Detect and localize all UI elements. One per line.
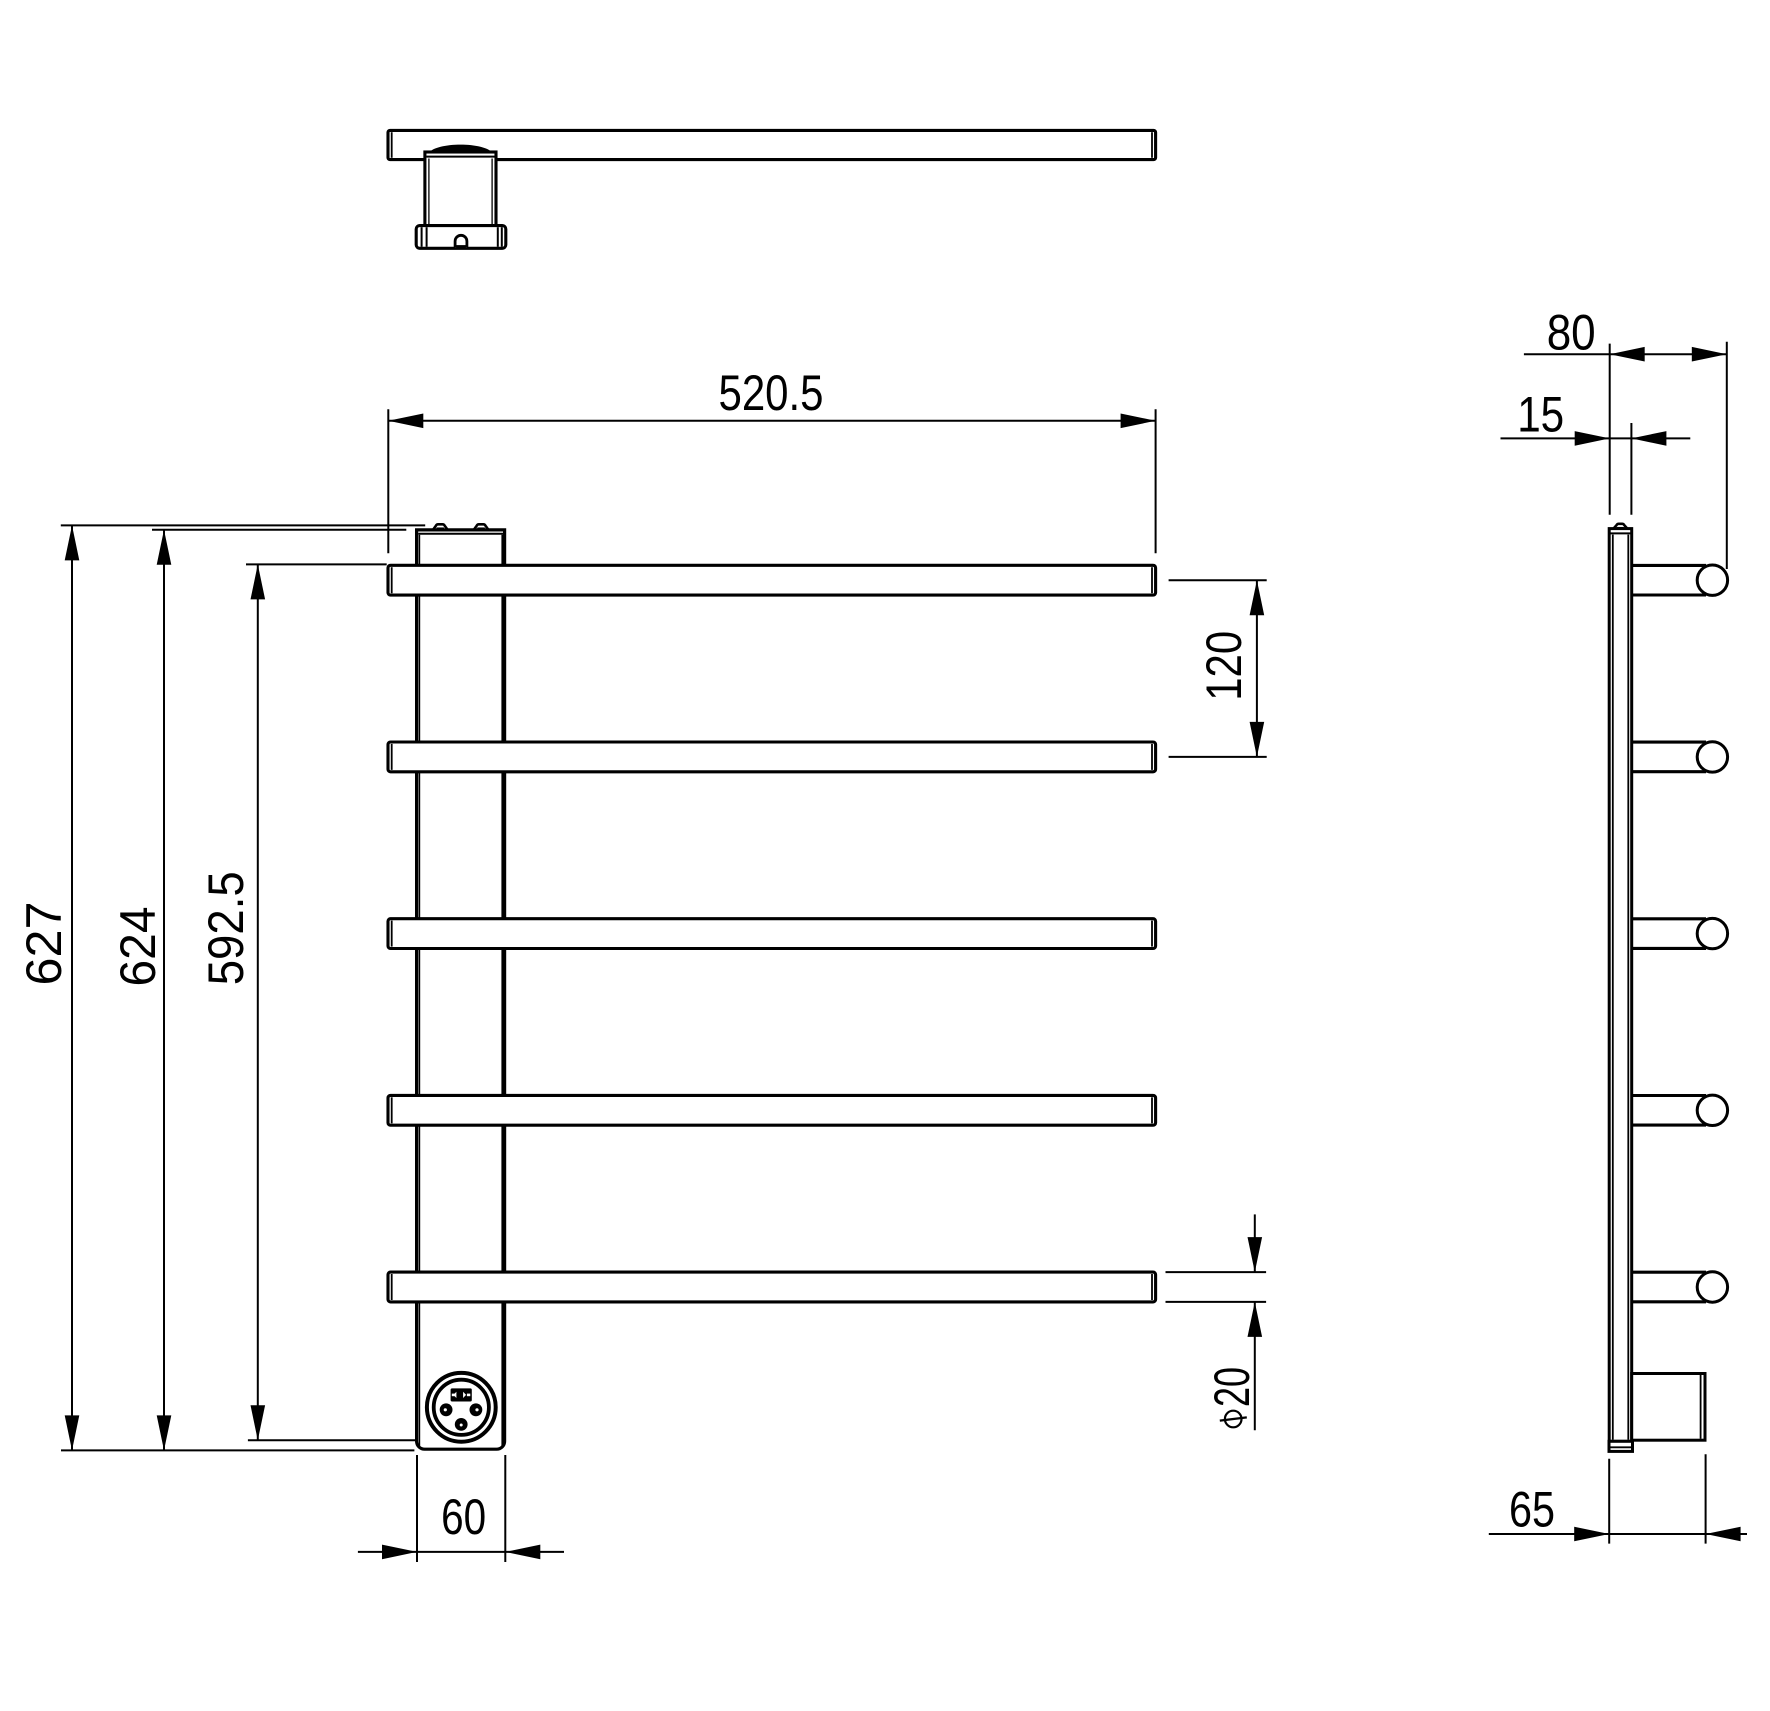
- svg-text:120: 120: [1196, 631, 1252, 701]
- svg-text:60: 60: [441, 1489, 486, 1545]
- svg-text:20: 20: [1204, 1367, 1260, 1407]
- svg-text:520.5: 520.5: [719, 365, 824, 421]
- svg-text:624: 624: [110, 907, 166, 987]
- svg-text:80: 80: [1547, 305, 1596, 361]
- svg-text:592.5: 592.5: [198, 871, 254, 985]
- svg-text:65: 65: [1509, 1482, 1555, 1538]
- svg-text:627: 627: [16, 902, 72, 986]
- svg-text:15: 15: [1517, 387, 1564, 443]
